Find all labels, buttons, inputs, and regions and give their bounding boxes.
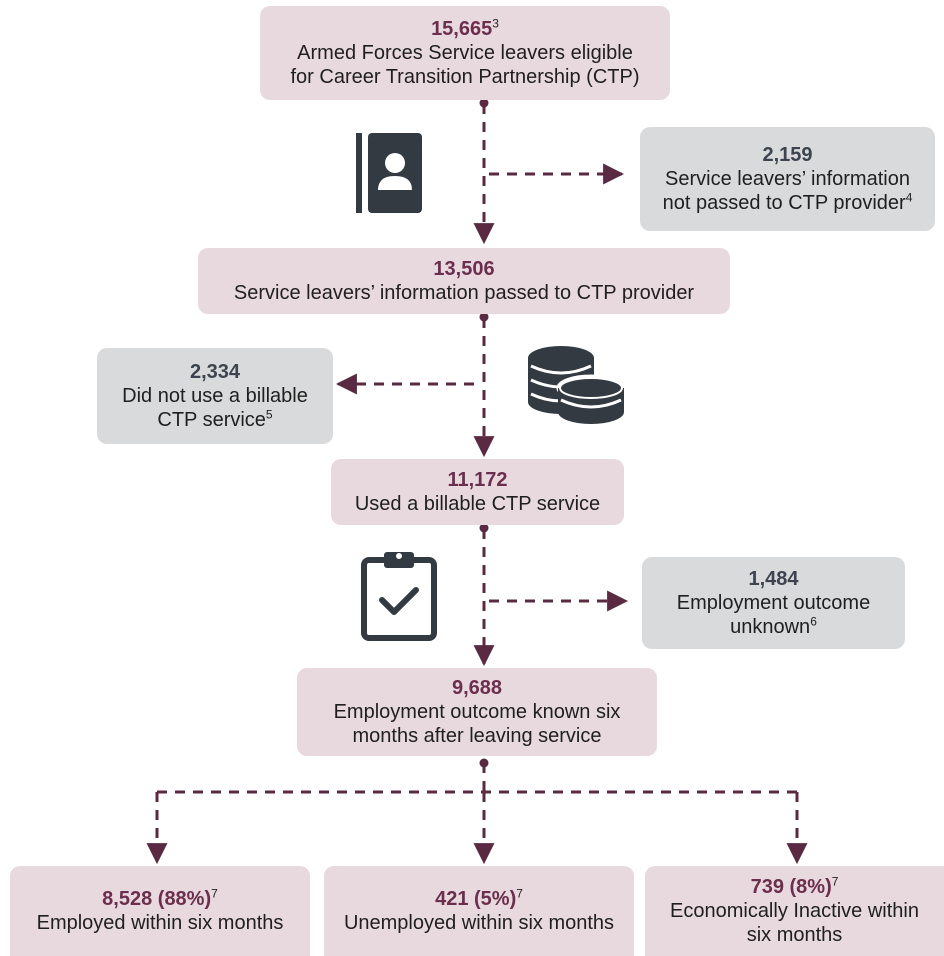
- footnote-marker: 7: [516, 886, 523, 901]
- inactive-count: 739 (8%): [750, 876, 832, 898]
- known-box: 9,688 Employment outcome known six month…: [297, 668, 657, 756]
- footnote-marker: 7: [211, 886, 218, 901]
- passed-label: Service leavers’ information passed to C…: [233, 282, 695, 304]
- unemployed-label: Unemployed within six months: [343, 912, 615, 934]
- inactive-box: 739 (8%)7 Economically Inactive within s…: [645, 866, 944, 956]
- passed-box: 13,506 Service leavers’ information pass…: [198, 248, 730, 314]
- unemployed-box: 421 (5%)7 Unemployed within six months: [324, 866, 634, 956]
- not-passed-count: 2,159: [762, 144, 813, 166]
- known-count: 9,688: [451, 677, 503, 699]
- footnote-marker: 7: [831, 874, 839, 889]
- inactive-label-line1: Economically Inactive within: [670, 900, 919, 922]
- used-label: Used a billable CTP service: [354, 493, 601, 515]
- footnote-marker: 4: [905, 190, 913, 205]
- known-label-line2: months after leaving service: [352, 725, 602, 747]
- not-used-count: 2,334: [189, 361, 241, 383]
- not-used-label-line1: Did not use a billable: [122, 385, 308, 407]
- eligible-leavers-box: 15,6653 Armed Forces Service leavers eli…: [260, 6, 670, 100]
- clipboard-check-icon: [361, 552, 437, 641]
- employed-box: 8,528 (88%)7 Employed within six months: [10, 866, 310, 956]
- eligible-label-line1: Armed Forces Service leavers eligible: [297, 42, 633, 64]
- employed-count: 8,528 (88%): [102, 888, 212, 910]
- coins-icon: [528, 346, 626, 424]
- footnote-marker: 5: [265, 407, 273, 422]
- unknown-label-line2: unknown: [730, 616, 811, 638]
- not-passed-box: 2,159 Service leavers’ information not p…: [640, 127, 935, 231]
- not-passed-label-line2: not passed to CTP provider: [662, 192, 906, 214]
- unknown-box: 1,484 Employment outcome unknown6: [642, 557, 905, 649]
- used-count: 11,172: [447, 469, 508, 491]
- footnote-marker: 3: [492, 16, 499, 31]
- eligible-label-line2: for Career Transition Partnership (CTP): [290, 66, 640, 88]
- unknown-label-line1: Employment outcome: [676, 592, 871, 614]
- employed-label: Employed within six months: [36, 912, 284, 934]
- unemployed-count: 421 (5%): [435, 888, 517, 910]
- known-label-line1: Employment outcome known six: [333, 701, 621, 723]
- not-passed-label-line1: Service leavers’ information: [665, 168, 910, 190]
- contact-book-icon: [356, 133, 422, 213]
- eligible-count: 15,665: [431, 18, 493, 40]
- inactive-label-line2: six months: [746, 924, 843, 946]
- passed-count: 13,506: [433, 258, 495, 280]
- not-used-label-line2: CTP service: [157, 409, 266, 431]
- used-box: 11,172 Used a billable CTP service: [331, 459, 624, 525]
- footnote-marker: 6: [810, 614, 817, 629]
- not-used-box: 2,334 Did not use a billable CTP service…: [97, 348, 333, 444]
- unknown-count: 1,484: [748, 568, 799, 590]
